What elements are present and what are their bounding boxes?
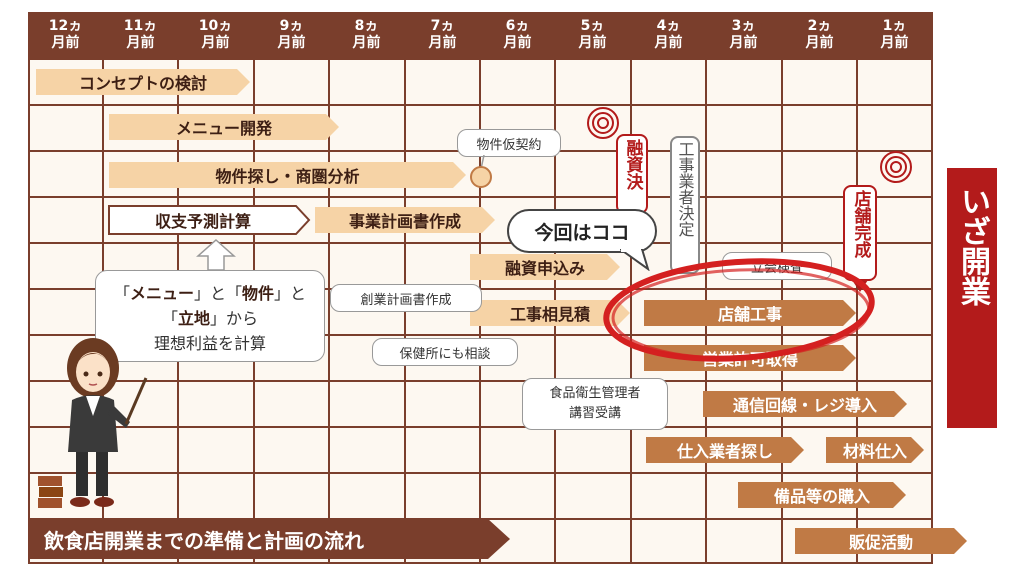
- task-loan-application: 融資申込み: [470, 254, 620, 280]
- current-stage-highlight: [603, 258, 875, 362]
- task-menu-development: メニュー開発: [109, 114, 339, 140]
- note-provisional-contract: 物件仮契約: [457, 129, 561, 157]
- note-startup-plan: 創業計画書作成: [330, 284, 482, 312]
- month-header: [28, 12, 933, 60]
- tag-store-complete: 店舗完成: [843, 185, 877, 281]
- tag-loan-decision: 融資決: [616, 134, 648, 214]
- schedule-grid: [28, 12, 933, 564]
- task-telecom-register: 通信回線・レジ導入: [703, 391, 907, 417]
- note-food-hygiene: 食品衛生管理者 講習受講: [522, 378, 668, 430]
- tag-contractor-decision: 工事業者決定: [670, 136, 700, 274]
- task-promotion: 販促活動: [795, 528, 967, 554]
- month-10: 10ヵ月前: [198, 18, 233, 51]
- task-store-construction: 店舗工事: [644, 300, 856, 326]
- month-7: 7ヵ月前: [428, 18, 457, 51]
- presenter-character-icon: [38, 338, 148, 508]
- speech-line3: 理想利益を計算: [153, 334, 266, 353]
- callout-here: 今回はココ: [507, 209, 657, 253]
- month-1: 1ヵ月前: [880, 18, 909, 51]
- month-12: 12ヵ月前: [48, 18, 83, 51]
- task-equipment-purchase: 備品等の購入: [738, 482, 906, 508]
- month-9: 9ヵ月前: [277, 18, 306, 51]
- contract-marker-icon: [470, 155, 492, 188]
- food-hygiene-line1: 食品衛生管理者: [549, 386, 641, 401]
- speech-line2: 「立地」から: [161, 309, 259, 328]
- task-construction-estimate: 工事相見積: [470, 300, 630, 326]
- task-concept: コンセプトの検討: [36, 69, 250, 95]
- speech-line1: 「メニュー」と「物件」と: [113, 284, 307, 303]
- note-health-center: 保健所にも相談: [372, 338, 518, 366]
- task-property-search: 物件探し・商圏分析: [109, 162, 466, 188]
- month-3: 3ヵ月前: [729, 18, 758, 51]
- food-hygiene-line2: 講習受講: [568, 406, 621, 421]
- task-business-plan: 事業計画書作成: [315, 207, 495, 233]
- task-supplier-search: 仕入業者探し: [646, 437, 804, 463]
- month-4: 4ヵ月前: [654, 18, 683, 51]
- up-arrow-icon: [196, 238, 236, 271]
- callout-tail-icon: [620, 249, 650, 271]
- speech-box: 「メニュー」と「物件」と 「立地」から 理想利益を計算: [95, 270, 325, 362]
- flower-icon-2: [880, 151, 912, 183]
- task-income-forecast-outline: [108, 205, 311, 235]
- flower-icon: [587, 107, 619, 139]
- month-5: 5ヵ月前: [578, 18, 607, 51]
- month-6: 6ヵ月前: [503, 18, 532, 51]
- month-2: 2ヵ月前: [805, 18, 834, 51]
- month-8: 8ヵ月前: [352, 18, 381, 51]
- footer-title: 飲食店開業までの準備と計画の流れ: [28, 519, 510, 559]
- task-income-forecast: 収支予測計算: [154, 212, 251, 231]
- task-material-purchase: 材料仕入: [826, 437, 924, 463]
- opening-banner: いざ開業: [947, 168, 997, 428]
- month-11: 11ヵ月前: [123, 18, 158, 51]
